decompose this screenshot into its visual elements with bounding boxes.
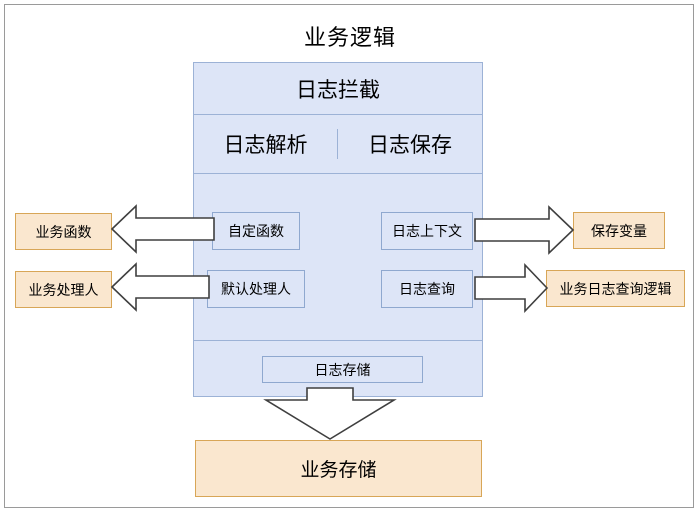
box-business-handler[interactable]: 业务处理人 [15, 271, 112, 308]
box-custom-function-label: 自定函数 [228, 223, 284, 239]
box-log-context-label: 日志上下文 [392, 223, 462, 239]
box-log-query-label: 日志查询 [399, 281, 455, 297]
box-business-log-query-logic[interactable]: 业务日志查询逻辑 [546, 270, 685, 307]
box-custom-function[interactable]: 自定函数 [212, 212, 300, 250]
box-save-variable-label: 保存变量 [591, 222, 647, 239]
box-log-storage-label: 日志存储 [314, 361, 371, 378]
box-business-storage-label: 业务存储 [300, 460, 377, 481]
diagram-title: 业务逻辑 [303, 25, 396, 50]
box-business-function-label: 业务函数 [35, 223, 92, 240]
panel-header-label: 日志拦截 [296, 78, 380, 102]
panel-cell-log-save[interactable]: 日志保存 [338, 129, 482, 159]
panel-cell-log-parse[interactable]: 日志解析 [194, 129, 338, 159]
box-business-handler-label: 业务处理人 [28, 281, 99, 298]
box-default-handler-label: 默认处理人 [221, 281, 291, 297]
panel-subrow: 日志解析 日志保存 [194, 115, 482, 174]
box-save-variable[interactable]: 保存变量 [573, 212, 665, 249]
panel-header: 日志拦截 [194, 63, 482, 115]
box-log-context[interactable]: 日志上下文 [381, 212, 473, 250]
box-default-handler[interactable]: 默认处理人 [207, 270, 305, 308]
box-log-query[interactable]: 日志查询 [381, 270, 473, 308]
box-business-function[interactable]: 业务函数 [15, 213, 112, 250]
box-business-storage[interactable]: 业务存储 [195, 440, 482, 497]
box-business-log-query-logic-label: 业务日志查询逻辑 [559, 280, 672, 297]
panel-storage-divider [193, 340, 483, 341]
box-log-storage[interactable]: 日志存储 [262, 356, 423, 383]
log-interception-panel: 日志拦截 日志解析 日志保存 [193, 62, 483, 397]
panel-cell-log-save-label: 日志保存 [368, 134, 452, 157]
panel-cell-log-parse-label: 日志解析 [223, 134, 308, 157]
